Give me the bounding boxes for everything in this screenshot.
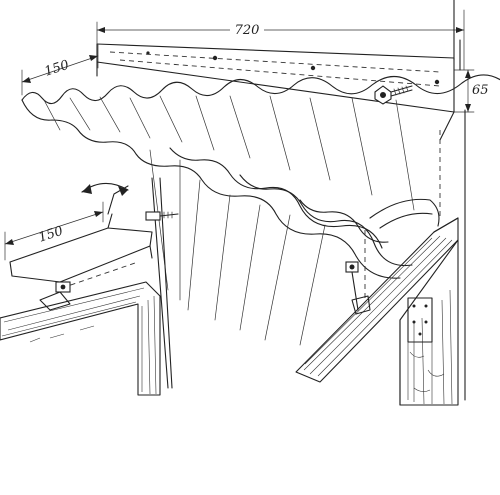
rafter-left xyxy=(0,281,161,396)
dimension-label-65: 65 xyxy=(472,83,489,98)
edge-detail: 150 xyxy=(4,201,153,293)
fixing-hole xyxy=(212,55,218,61)
fixing-hole xyxy=(434,79,440,85)
dimension-label-150-top: 150 xyxy=(43,58,71,80)
timber-beam xyxy=(295,217,459,406)
fixing-hole xyxy=(146,51,150,55)
screw-icon xyxy=(374,85,413,105)
dimension-label-720: 720 xyxy=(235,23,260,38)
dimension-label-150-detail: 150 xyxy=(37,224,65,246)
sheet-roll xyxy=(369,198,440,229)
clip-icon xyxy=(345,261,371,315)
metal-bracket xyxy=(407,297,433,343)
corrugated-sheet xyxy=(21,74,500,346)
wall xyxy=(453,0,466,401)
dimension-720: 720 xyxy=(96,9,465,71)
ridge-flashing xyxy=(96,43,455,141)
fixing-hole xyxy=(310,65,316,71)
vertical-post xyxy=(145,177,179,389)
dimension-150-top: 150 xyxy=(21,44,99,96)
fold-arrow-icon xyxy=(81,182,129,215)
dimension-65: 65 xyxy=(453,69,489,113)
